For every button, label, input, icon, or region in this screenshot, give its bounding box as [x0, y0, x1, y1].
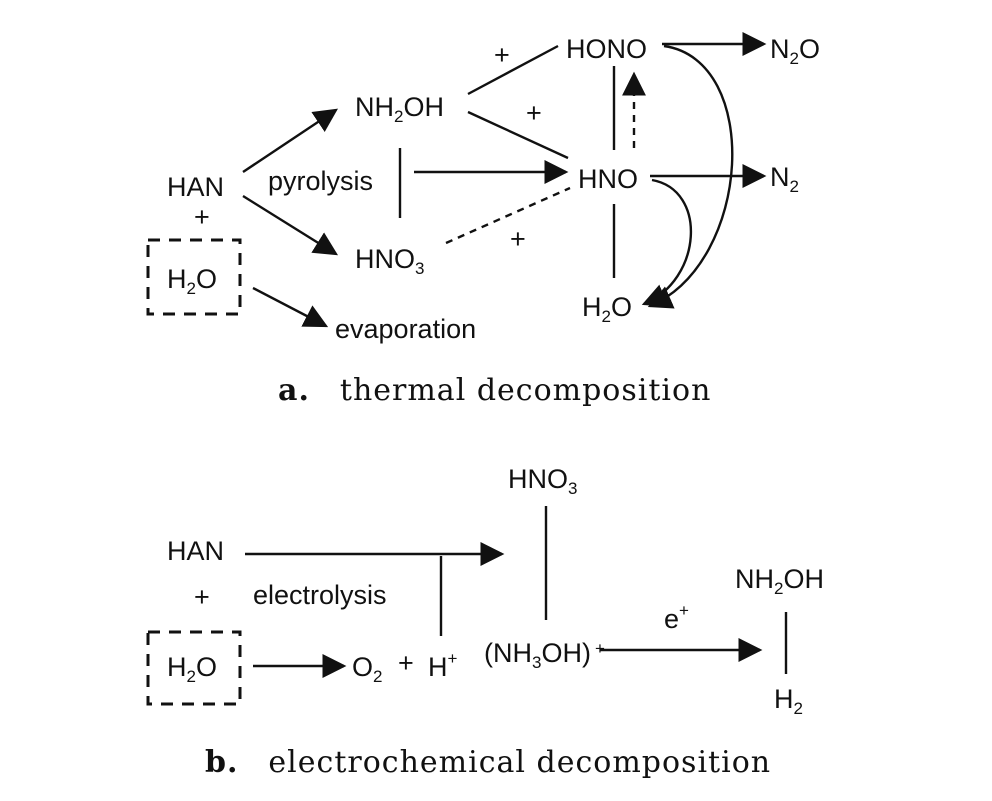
- curve-hono-to-h2o: [647, 44, 734, 309]
- han-plus: +: [194, 202, 210, 232]
- e-plus-label: e+: [664, 601, 689, 634]
- plus-hno3: +: [510, 224, 526, 254]
- electro-nh2oh-label: NH2OH: [735, 564, 824, 598]
- evaporation-label: evaporation: [335, 314, 476, 344]
- line-nh2oh-to-hono: [467, 44, 559, 96]
- electro-han-label: HAN: [167, 536, 224, 566]
- dashed-hno3-to-hno: [445, 186, 571, 245]
- h-plus-label: H+: [428, 649, 458, 682]
- electro-panel: HAN + electrolysis H2O O2 + H+ HNO3 (NH3…: [146, 464, 824, 780]
- han-label: HAN: [167, 172, 224, 202]
- nh2oh-label: NH2OH: [355, 92, 444, 126]
- hono-label: HONO: [566, 34, 647, 64]
- nh3oh-label: (NH3OH)+: [484, 638, 605, 672]
- hno3-label: HNO3: [355, 244, 424, 278]
- hno-label: HNO: [578, 164, 638, 194]
- electro-h2o-dashed-box: [146, 630, 242, 706]
- electrolysis-label: electrolysis: [253, 580, 387, 610]
- plus-to-hono: +: [494, 40, 510, 70]
- h2o-product: H2O: [582, 292, 632, 326]
- h2o-dashed-box: [146, 238, 242, 316]
- n2-label: N2: [770, 162, 799, 196]
- arrow-han-to-nh2oh: [242, 108, 338, 173]
- line-nh2oh-to-hno: [467, 110, 569, 160]
- curve-hno-to-h2o: [641, 178, 693, 307]
- electro-hno3-label: HNO3: [508, 464, 577, 498]
- electro-han-plus: +: [194, 582, 210, 612]
- arrow-h2o-to-evaporation: [252, 286, 329, 328]
- o2-label: O2: [352, 652, 382, 686]
- caption-a: a.thermal decomposition: [278, 373, 711, 408]
- h2o-reactant: H2O: [167, 264, 217, 298]
- pyrolysis-label: pyrolysis: [268, 166, 373, 196]
- h2-label: H2: [774, 684, 803, 718]
- caption-b: b.electrochemical decomposition: [205, 745, 771, 780]
- arrow-han-to-hno3: [242, 194, 339, 256]
- plus-to-hno: +: [526, 98, 542, 128]
- electro-h2o-label: H2O: [167, 652, 217, 686]
- thermal-panel: HAN + H2O NH2OH pyrolysis HNO3 evaporati…: [146, 32, 820, 408]
- n2o-label: N2O: [770, 34, 820, 68]
- o2-plus: +: [398, 648, 414, 678]
